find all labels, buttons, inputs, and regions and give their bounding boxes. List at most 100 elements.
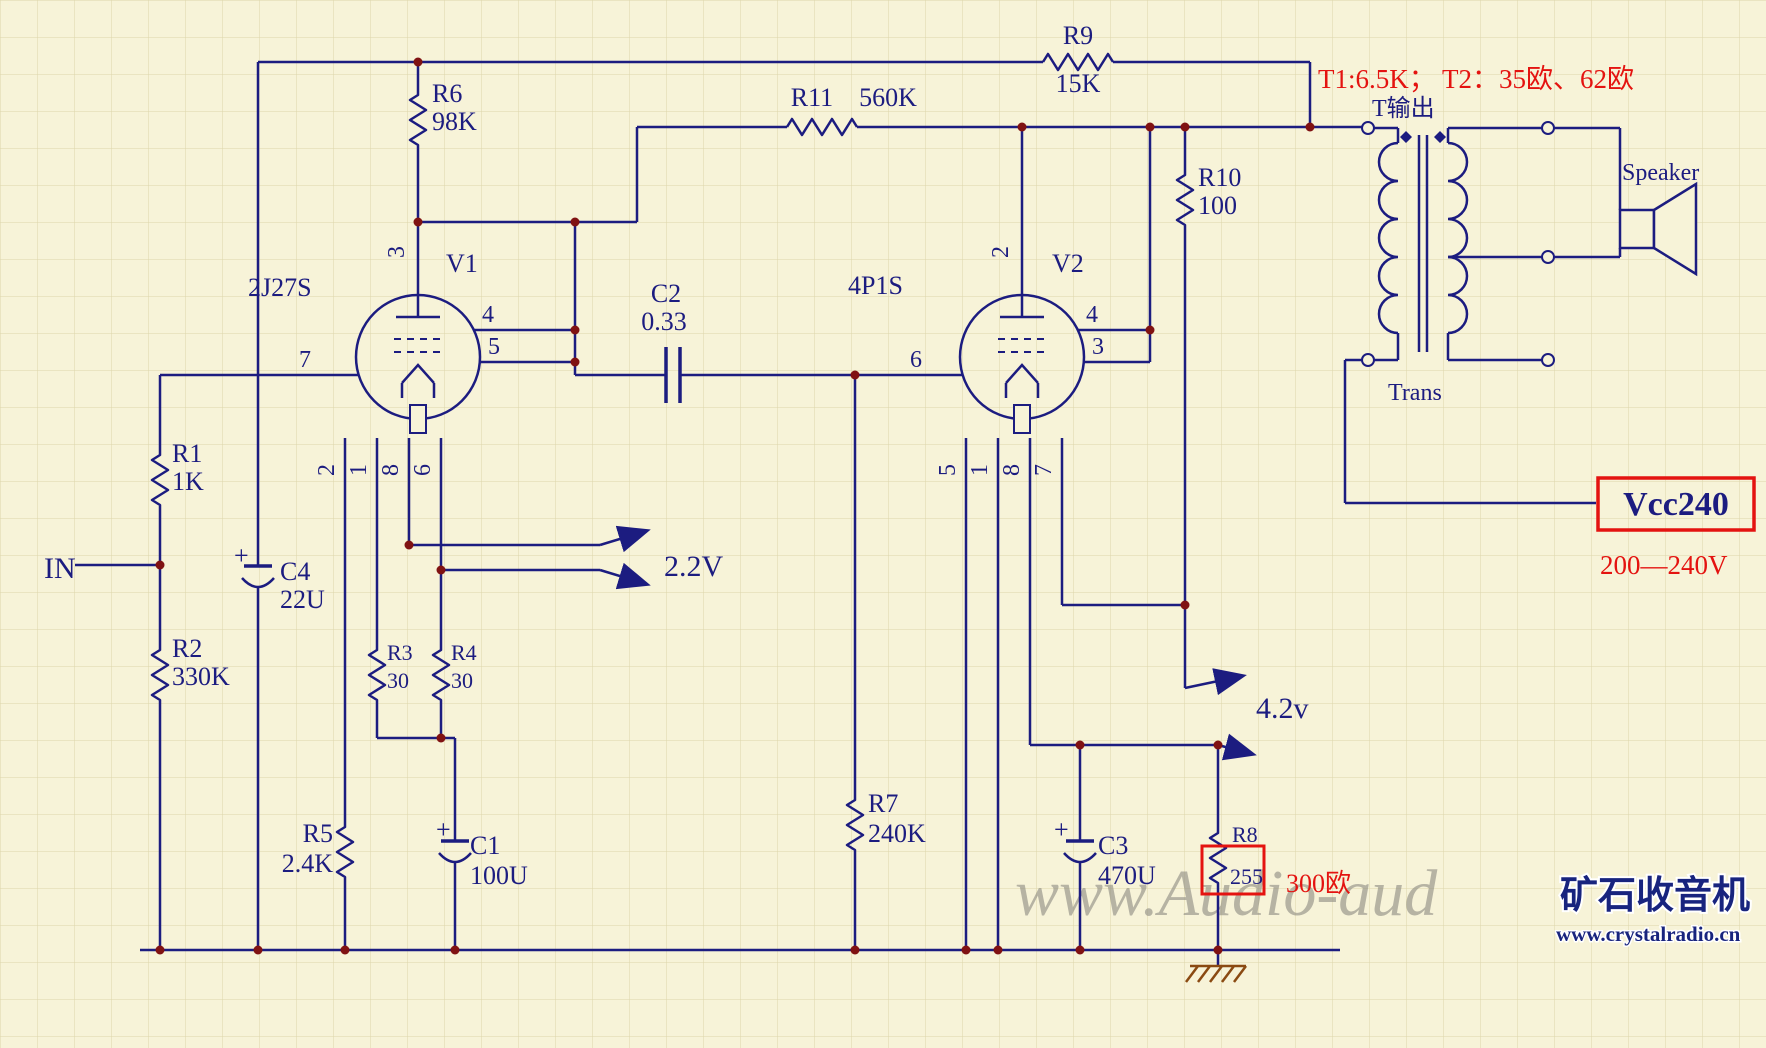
r11-ref: R11 <box>791 83 833 112</box>
v1-pin-right-lower: 5 <box>488 334 500 360</box>
secondary-winding <box>1447 141 1469 335</box>
v1-plate <box>396 295 440 319</box>
electrolytic-arcs <box>241 577 1097 864</box>
v1-pin-bottom-2: 1 <box>346 464 372 476</box>
r2-value: 330K <box>172 662 230 691</box>
v2-tap-arrow-lower <box>1217 733 1257 761</box>
v2-pin-bottom-2: 1 <box>967 464 993 476</box>
transformer-terminals <box>1361 121 1555 367</box>
capacitor-symbols <box>241 347 1097 864</box>
r4-value: 30 <box>451 668 473 693</box>
r2-ref: R2 <box>172 634 202 663</box>
v1-pin-right-upper: 4 <box>482 302 494 328</box>
v1-tap-arrow-upper <box>599 525 651 553</box>
c3-value: 470U <box>1098 861 1156 890</box>
vcc-label: Vcc240 <box>1623 486 1729 523</box>
tube-labels: 2J27S V1 4P1S V2 3 7 4 5 2 1 8 6 2 6 4 3… <box>248 246 1104 476</box>
wires-path <box>75 60 1622 966</box>
v2-filament <box>1004 363 1040 398</box>
v2-base-nub <box>1013 404 1031 434</box>
r9-ref: R9 <box>1063 21 1093 50</box>
c4-ref: C4 <box>280 557 310 586</box>
v2-plate <box>1000 295 1044 319</box>
vertical-resistors <box>150 90 1228 888</box>
v2-type: 4P1S <box>848 271 903 300</box>
ground-hatch <box>1185 964 1247 983</box>
c3-ref: C3 <box>1098 831 1128 860</box>
v1-ref: V1 <box>446 249 478 278</box>
r3-value: 30 <box>387 668 409 693</box>
vcc-range: 200—240V <box>1600 550 1728 580</box>
c2-ref: C2 <box>651 279 681 308</box>
wire-segments <box>75 60 1622 966</box>
v1-pin-bottom-3: 8 <box>378 464 404 476</box>
c2-value: 0.33 <box>641 307 687 336</box>
component-labels: R6 98K R9 15K R11 560K R10 100 R1 1K R2 … <box>172 21 1263 890</box>
v1-type: 2J27S <box>248 273 312 302</box>
v2-grid-dashes <box>998 338 1046 353</box>
r6-value: 98K <box>432 107 477 136</box>
c1-polarity: + <box>436 815 451 844</box>
ground-icon <box>1185 964 1247 983</box>
primary-winding <box>1377 141 1399 335</box>
speaker-icon <box>1618 181 1698 277</box>
transformer-bottom-label: Trans <box>1388 380 1442 406</box>
c2-plates <box>664 347 682 403</box>
speaker-horn <box>1652 181 1698 277</box>
site-name: 矿石收音机 <box>1560 875 1750 917</box>
r1-value: 1K <box>172 467 204 496</box>
v2-tap-arrow-upper <box>1184 668 1247 696</box>
r8-value: 255 <box>1230 864 1263 889</box>
output-transformer <box>1361 121 1555 367</box>
r4-ref: R4 <box>451 640 477 665</box>
v1-filament-voltage: 2.2V <box>664 550 724 583</box>
site-url: www.crystalradio.cn <box>1556 922 1741 946</box>
annotations: IN 2.2V 4.2v T1:6.5K； T2：35欧、62欧 Vcc240 … <box>44 64 1729 898</box>
v1-pin-left: 7 <box>299 347 311 373</box>
electrolytic-plates <box>244 564 1094 843</box>
v2-pin-right-lower: 3 <box>1092 334 1104 360</box>
r1-ref: R1 <box>172 439 202 468</box>
filament-tap-arrows <box>599 525 1257 761</box>
r9-value: 15K <box>1056 69 1101 98</box>
r11-value: 560K <box>859 83 917 112</box>
v2-pin-top: 2 <box>988 246 1014 258</box>
r7-ref: R7 <box>868 789 898 818</box>
input-label: IN <box>44 552 76 585</box>
v2-pin-right-upper: 4 <box>1086 302 1098 328</box>
speaker-label: Speaker <box>1622 160 1699 186</box>
horizontal-resistors <box>785 52 1115 137</box>
polarity-diamonds <box>1400 131 1446 143</box>
v2-pin-left: 6 <box>910 347 922 373</box>
v1-tap-arrow-lower <box>599 562 651 590</box>
v1-pin-bottom-4: 6 <box>410 464 436 476</box>
resistor-symbols <box>150 52 1228 888</box>
site-watermark: 矿石收音机 www.crystalradio.cn <box>1555 873 1753 948</box>
r5-value: 2.4K <box>282 849 334 878</box>
c1-ref: C1 <box>470 831 500 860</box>
transformer-spec-note: T1:6.5K； T2：35欧、62欧 <box>1318 64 1634 94</box>
v2-pin-bottom-4: 7 <box>1031 464 1057 476</box>
transformer-core <box>1417 135 1429 352</box>
v1-grid-dashes <box>394 338 442 353</box>
c4-value: 22U <box>280 585 325 614</box>
r3-ref: R3 <box>387 640 413 665</box>
transformer-top-label: T输出 <box>1372 95 1435 122</box>
junction-dots <box>155 57 1315 955</box>
tube-v2 <box>958 293 1086 434</box>
v1-pin-bottom-1: 2 <box>314 464 340 476</box>
v1-filament <box>400 363 436 398</box>
r10-value: 100 <box>1198 191 1237 220</box>
transformer-labels: T输出 Trans Speaker <box>1372 95 1699 406</box>
v2-filament-voltage: 4.2v <box>1256 692 1309 725</box>
r6-ref: R6 <box>432 79 462 108</box>
vcc-red-box <box>1596 476 1756 532</box>
speaker-magnet <box>1618 208 1656 250</box>
r7-value: 240K <box>868 819 926 848</box>
v2-pin-bottom-1: 5 <box>935 464 961 476</box>
v1-pin-top: 3 <box>384 246 410 258</box>
c4-polarity: + <box>234 541 249 570</box>
